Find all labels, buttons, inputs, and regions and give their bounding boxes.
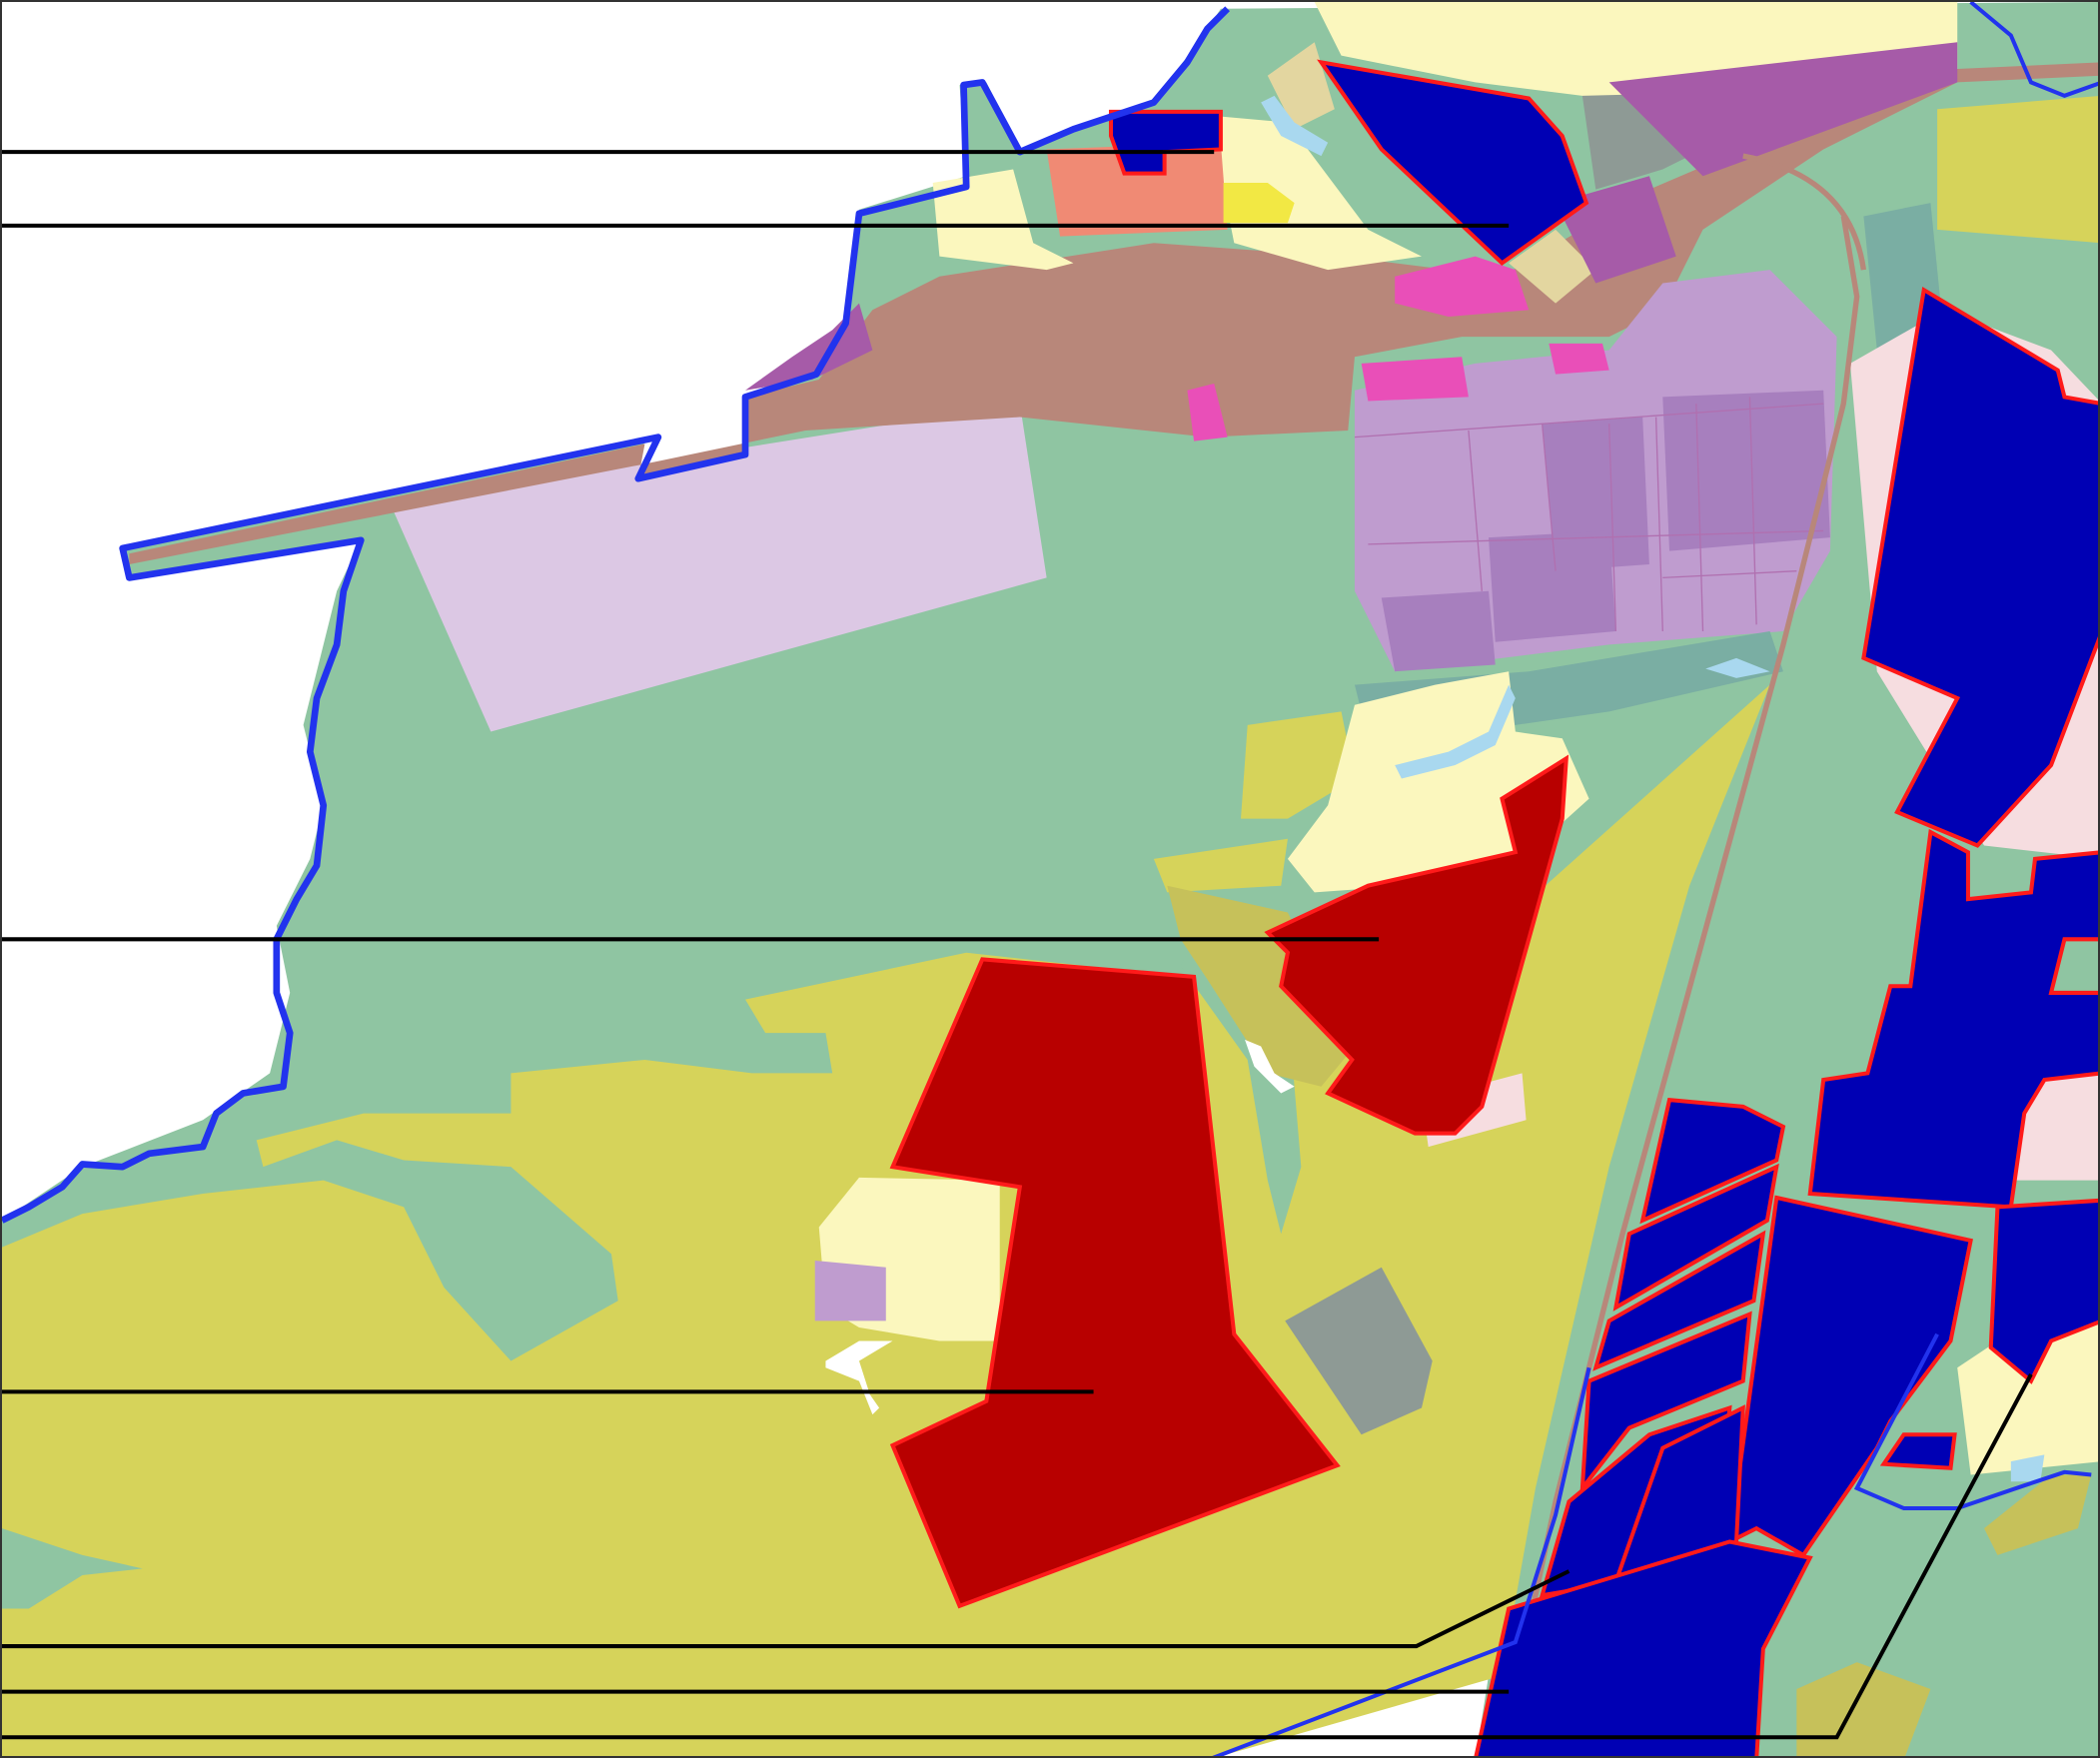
grey-zone-south[interactable] (1285, 1267, 1433, 1435)
water-pond-east[interactable] (1705, 657, 1770, 678)
purple-parcel-south[interactable] (814, 1261, 886, 1321)
planned-zone-red-large[interactable] (889, 957, 1341, 1609)
public-zone-3[interactable] (1608, 42, 1958, 177)
planned-zone-blue-east-large[interactable] (1861, 286, 2100, 848)
commercial-zone-3[interactable] (1187, 384, 1228, 441)
planned-zone-blue-strip-4[interactable] (1579, 1311, 1752, 1495)
leader-lines (2, 150, 2033, 1740)
east-village[interactable] (1957, 1314, 2100, 1475)
residential-zone-north[interactable] (932, 169, 1074, 271)
residential-zone-north-2[interactable] (1214, 115, 1422, 271)
transport-corridor[interactable] (129, 62, 2100, 564)
road-arc[interactable] (1742, 153, 1867, 271)
agricultural-zone-east[interactable] (1937, 96, 2100, 243)
planned-zone-blue-south[interactable] (1474, 1539, 1813, 1758)
leader-line-7 (2, 1373, 2033, 1740)
industrial-block-4[interactable] (1489, 530, 1616, 642)
industrial-block-1[interactable] (1542, 417, 1649, 571)
forest-strip-1[interactable] (2, 1528, 143, 1609)
planned-zone-blue-strip-3[interactable] (1592, 1230, 1766, 1371)
tan-zone-1[interactable] (1267, 42, 1335, 130)
water-pond-southeast[interactable] (2010, 1454, 2045, 1482)
tan-zone-2[interactable] (1509, 229, 1596, 304)
planned-zone-red-north[interactable] (1264, 754, 1570, 1136)
planned-zone-blue-east-small[interactable] (1879, 1432, 1957, 1470)
white-lake-central[interactable] (1245, 1039, 1295, 1094)
water-stream-north[interactable] (1261, 95, 1329, 157)
planned-zone-blue-strip-2[interactable] (1612, 1163, 1779, 1312)
salmon-zone[interactable] (1046, 142, 1228, 237)
white-lake-south[interactable] (825, 1340, 893, 1415)
planned-zone-blue-north-2[interactable] (1317, 59, 1589, 266)
water-stream-central[interactable] (1395, 684, 1516, 779)
yellow-zone[interactable] (1223, 182, 1295, 224)
commercial-zone-4[interactable] (1549, 343, 1609, 375)
commercial-zone-2[interactable] (1361, 357, 1469, 402)
industrial-block-2[interactable] (1662, 390, 1830, 551)
planned-zone-blue-north-1[interactable] (1108, 109, 1223, 176)
admin-boundary-south[interactable] (1208, 1366, 1591, 1758)
leader-line-5 (2, 1569, 1571, 1649)
admin-boundary[interactable] (2, 6, 1230, 1224)
olive-zone-3[interactable] (1796, 1662, 1931, 1758)
planned-zone-blue-strip-1[interactable] (1639, 1097, 1786, 1225)
industrial-parcel-lines (1354, 397, 1824, 632)
commercial-zone-1[interactable] (1395, 256, 1530, 318)
industrial-block-3[interactable] (1381, 590, 1496, 672)
agricultural-zone-mid[interactable] (1153, 838, 1288, 893)
light-purple-zone[interactable] (390, 404, 1047, 732)
planned-zone-blue-east-right[interactable] (1988, 1198, 2100, 1384)
olive-zone-2[interactable] (1984, 1474, 2092, 1555)
planned-zone-blue-east-mid[interactable] (1807, 828, 2100, 1210)
public-zone-1[interactable] (745, 303, 873, 391)
olive-zone-1[interactable] (1167, 885, 1355, 1087)
admin-boundary-east[interactable] (1969, 2, 2100, 98)
agricultural-zone-north[interactable] (1241, 711, 1355, 819)
